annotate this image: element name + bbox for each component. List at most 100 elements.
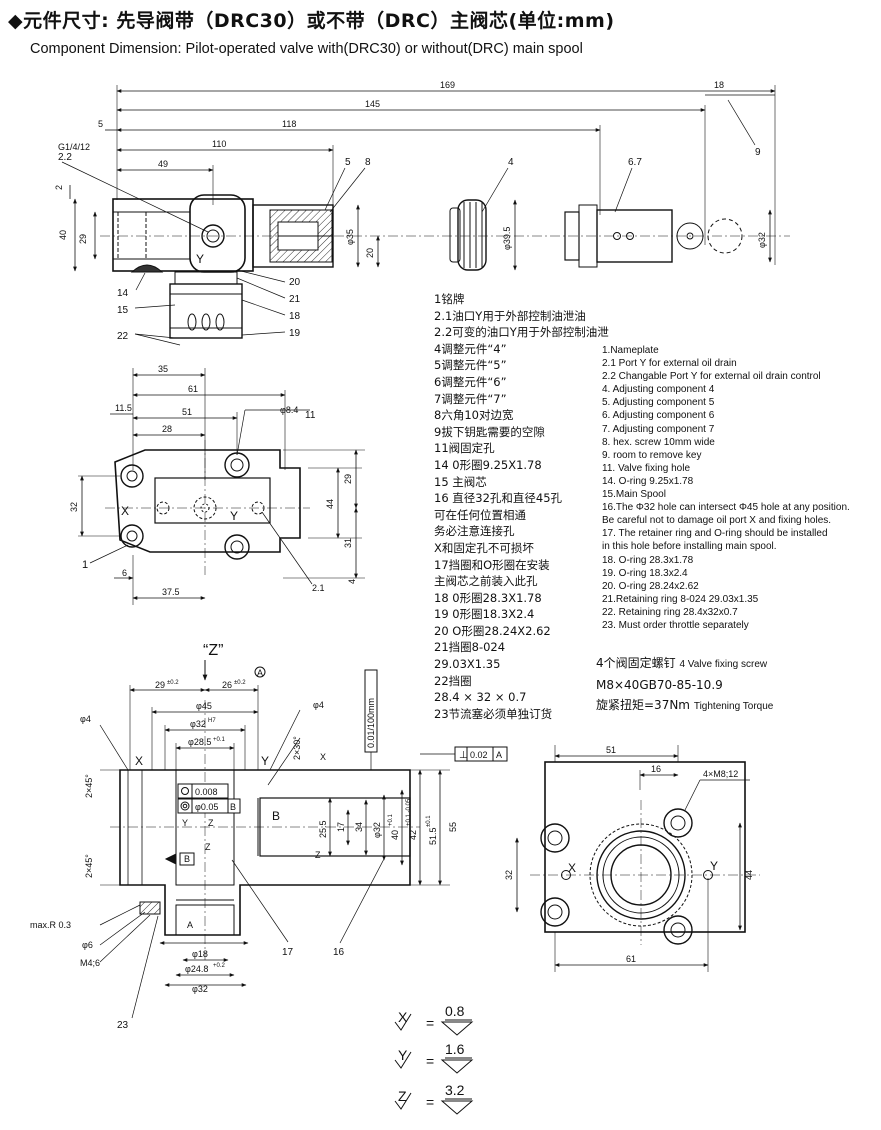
port-x-face: X [568, 861, 576, 875]
dim-17-sec: 17 [336, 822, 346, 832]
tol-26: ±0.2 [234, 680, 246, 686]
tol-concentric: 0.008 [195, 787, 218, 797]
chamfer-45-top: 2×45° [84, 774, 94, 798]
perp-datum: A [496, 750, 502, 760]
legend-zh-item: 17挡圈和O形圈在安装 [434, 557, 550, 572]
dim-5: 5 [98, 119, 103, 129]
legend-zh-item: 15 主阀芯 [434, 474, 487, 489]
legend-en-item: 2.1 Port Y for external oil drain [602, 358, 737, 370]
dim-44-plan: 44 [325, 499, 335, 509]
equals-sign-y: = [426, 1053, 435, 1069]
legend-zh-item: 5调整元件“5” [434, 358, 507, 373]
legend-zh-item: 9拔下钥匙需要的空隙 [434, 424, 545, 439]
dim-6-plan: 6 [122, 568, 127, 578]
legend-en-item: 8. hex. screw 10mm wide [602, 436, 715, 448]
equals-sign-x: = [426, 1015, 435, 1031]
legend-zh-item: 29.03X1.35 [434, 657, 501, 672]
roughness-y-symbol: Y [398, 1047, 408, 1063]
label-1: 1 [82, 559, 88, 571]
legend-en-item: 16.The Φ32 hole can intersect Φ45 hole a… [602, 502, 850, 514]
roughness-z: Z = 3.2 [398, 1082, 464, 1110]
legend-en-item: 4. Adjusting component 4 [602, 384, 715, 396]
label-14: 14 [117, 288, 129, 299]
legend-en-item: 6. Adjusting component 6 [602, 410, 715, 422]
screw-line-1-zh: 4个阀固定螺钉 [596, 656, 676, 670]
dim-32-face: 32 [504, 870, 514, 880]
dim-phi8-4: φ8.4 [280, 405, 298, 415]
legend-en-item: 5. Adjusting component 5 [602, 397, 715, 409]
dim-4-plan: 4 [347, 579, 357, 584]
dim-phi35: φ35 [345, 229, 355, 245]
dim-2: 2 [54, 185, 64, 190]
plan-view-labels: 35 61 11.5 51 28 φ8.4 11 32 44 29 31 6 3… [69, 364, 357, 597]
legend-en-item: 9. room to remove key [602, 449, 702, 461]
port-x-plan: X [121, 504, 129, 518]
legend-zh-item: 23节流塞必须单独订货 [434, 706, 553, 721]
legend-zh-item: 28.4 × 32 × 0.7 [434, 690, 527, 705]
legend-zh-item: 可在任何位置相通 [434, 507, 526, 522]
legend-zh-item: 1铭牌 [434, 292, 465, 306]
tol-40: +0.1 [388, 813, 394, 826]
legend-en-item: 11. Valve fixing hole [602, 462, 691, 474]
legend-zh-item: 14 0形圈9.25X1.78 [434, 457, 542, 472]
screw-line-3-zh: 旋紧扭矩=37Nm [596, 698, 690, 712]
tol-datum-b: B [230, 802, 236, 812]
legend-zh-item: 主阀芯之前装入此孔 [434, 574, 538, 589]
roughness-x-value: 0.8 [445, 1003, 465, 1019]
legend-zh-item: 6调整元件“6” [434, 374, 507, 389]
tol-42: +0.1 -0.05 [406, 798, 412, 826]
label-9: 9 [755, 147, 761, 158]
screw-line-1: 4个阀固定螺钉 4 Valve fixing screw [596, 653, 773, 675]
screw-line-2: M8×40GB70-85-10.9 [596, 678, 723, 692]
dim-20: 20 [365, 248, 375, 258]
flatness-value: 0.01/100mm [366, 698, 376, 748]
legend-en-item: 14. O-ring 9.25x1.78 [602, 475, 694, 487]
legend-zh-item: X和固定孔不可损坏 [434, 540, 534, 555]
dim-phi39: φ39.5 [502, 227, 512, 250]
legend-zh-item: 16 直径32孔和直径45孔 [434, 491, 563, 506]
dim-18: 18 [714, 80, 724, 90]
legend-zh-item: 21挡圈8-024 [434, 640, 506, 655]
top-view-labels: 169 145 118 110 49 18 5 G1/4/12 2.2 2 40… [54, 80, 767, 342]
dim-49: 49 [158, 159, 168, 169]
top-view [61, 85, 790, 346]
section-view-labels: “Z” A 29 ±0.2 26 ±0.2 φ45 φ32 H7 φ28.5 +… [30, 642, 502, 1031]
legend-en-item: 19. O-ring 18.3x2.4 [602, 567, 688, 579]
tol-28-5: +0.1 [213, 737, 226, 743]
legend-en-item: in this hole before installing main spoo… [602, 541, 777, 553]
equals-sign-z: = [426, 1094, 435, 1110]
perp-value: 0.02 [470, 750, 488, 760]
legend-en-item: Be careful not to damage oil port X and … [602, 515, 832, 527]
dim-51-face: 51 [606, 745, 616, 755]
legend-zh-item: 2.2可变的油口Y用于外部控制油泄 [434, 325, 609, 340]
port-y-top: Y [196, 252, 204, 266]
max-radius: max.R 0.3 [30, 920, 71, 930]
label-4: 4 [508, 157, 514, 168]
dim-29-sec: 29 [155, 680, 165, 690]
dim-29: 29 [78, 234, 88, 244]
tol-h7: H7 [208, 718, 216, 724]
thread-m8: 4×M8;12 [703, 769, 738, 779]
roughness-y: Y = 1.6 [398, 1041, 464, 1069]
chamfer-45-bottom: 2×45° [84, 854, 94, 878]
thread-m4: M4;6 [80, 958, 100, 968]
label-2-1: 2.1 [312, 583, 325, 593]
dim-44-face: 44 [744, 870, 754, 880]
label-22: 22 [117, 331, 129, 342]
port-a-sec: A [187, 920, 193, 930]
legend-zh-item: 务必注意连接孔 [434, 524, 515, 539]
screw-line-1-en: 4 Valve fixing screw [679, 659, 768, 670]
dim-37-5: 37.5 [162, 587, 180, 597]
dim-31-plan: 31 [343, 538, 353, 548]
perp-symbol: ⊥ [459, 750, 468, 761]
surf-z-right: Z [315, 850, 321, 860]
dim-phi32: φ32 [190, 719, 206, 729]
label-11: 11 [305, 410, 316, 421]
dim-61-face: 61 [626, 954, 636, 964]
roughness-z-symbol: Z [398, 1088, 407, 1104]
label-8: 8 [365, 157, 371, 168]
page-title: ◆元件尺寸: 先导阀带（DRC30）或不带（DRC）主阀芯(单位:mm) [8, 10, 615, 32]
dim-25-5: 25.5 [318, 820, 328, 838]
dim-35: 35 [158, 364, 168, 374]
